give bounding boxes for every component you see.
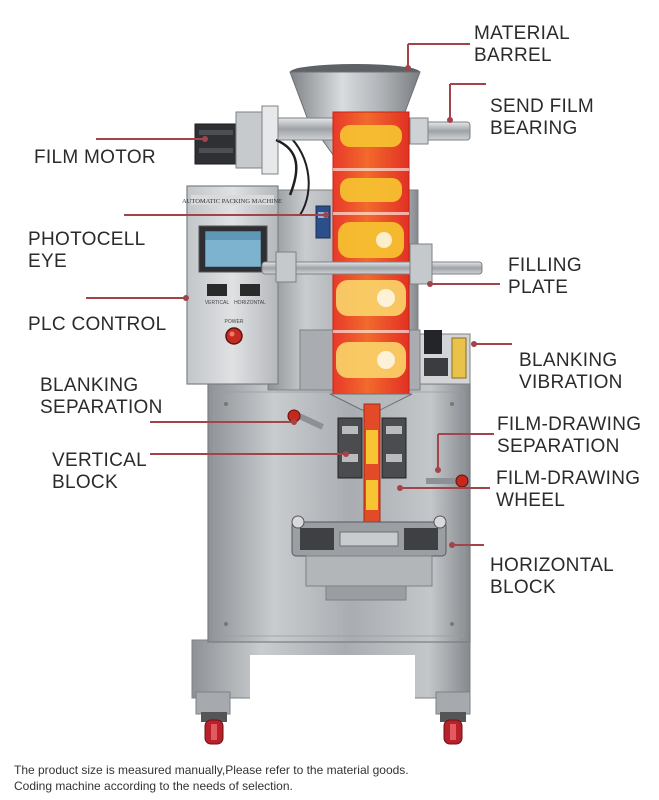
label-material-barrel: MATERIAL BARREL (474, 23, 571, 66)
blanking-separation-handle (287, 409, 324, 430)
panel-header-text: AUTOMATIC PACKING MACHINE (182, 198, 282, 205)
label-film-motor: FILM MOTOR (34, 147, 156, 168)
panel-power-text: POWER (225, 319, 244, 325)
label-film-drawing-separation: FILM-DRAWING SEPARATION (497, 414, 642, 457)
forming-tube (329, 393, 413, 555)
blanking-vibration-unit (419, 330, 471, 385)
photocell-eye (315, 205, 331, 239)
label-blanking-separation: BLANKING SEPARATION (40, 375, 163, 418)
horizontal-sealing-block (291, 515, 447, 601)
vertical-sealing-block (337, 417, 407, 479)
film-motor (194, 105, 310, 216)
film-drawing-separation-handle (426, 474, 469, 488)
label-film-drawing-wheel: FILM-DRAWING WHEEL (496, 468, 641, 511)
panel-vertical-text: VERTICAL (205, 300, 230, 306)
film-strip (332, 111, 410, 395)
label-filling-plate: FILLING PLATE (508, 255, 582, 298)
machine-base (191, 639, 471, 715)
panel-horizontal-text: HORIZONTAL (234, 300, 266, 306)
caster-wheel-left (201, 712, 227, 745)
footnote: The product size is measured manually,Pl… (14, 763, 409, 793)
leader-lines (86, 43, 512, 548)
power-button[interactable] (225, 327, 243, 345)
label-plc-control: PLC CONTROL (28, 314, 167, 335)
caster-wheel-right (440, 712, 466, 745)
label-horizontal-block: HORIZONTAL BLOCK (490, 555, 615, 598)
send-film-bearing (277, 117, 471, 145)
label-vertical-block: VERTICAL BLOCK (52, 450, 147, 493)
control-panel-box: AUTOMATIC PACKING MACHINE VERTICAL HORIZ… (182, 185, 282, 385)
label-blanking-vibration: BLANKING VIBRATION (519, 350, 623, 393)
label-photocell-eye: PHOTOCELL EYE (28, 229, 146, 272)
label-send-film-bearing: SEND FILM BEARING (490, 96, 595, 139)
touch-screen[interactable] (204, 230, 262, 268)
filling-plate (261, 243, 483, 285)
